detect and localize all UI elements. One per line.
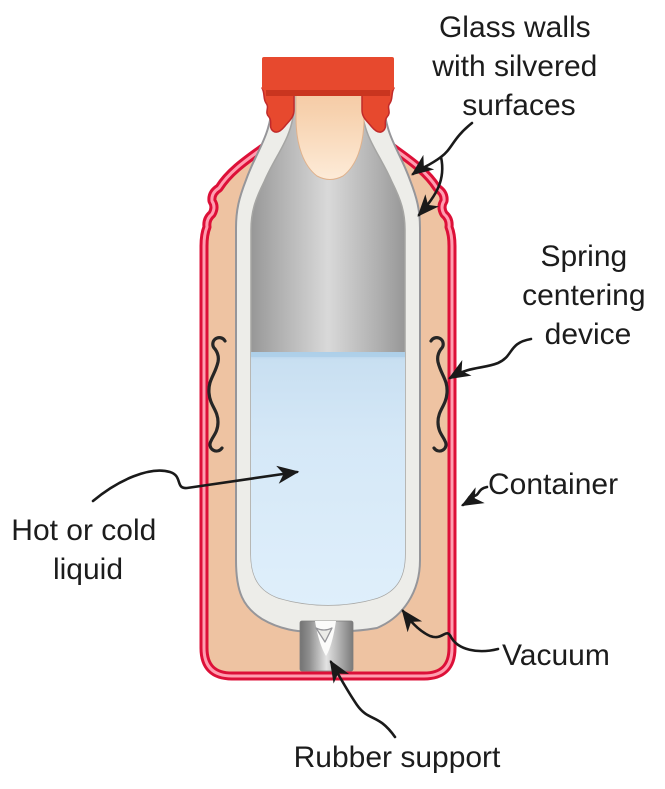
label-line: device	[545, 318, 632, 351]
cap-collar-right	[361, 87, 395, 133]
cap-collar-left	[261, 87, 295, 133]
spring-left	[207, 336, 227, 453]
bottle-cap	[262, 57, 394, 90]
label-line: Glass walls	[439, 11, 591, 44]
arrow-vacuum	[401, 609, 500, 653]
label-line: centering	[522, 279, 645, 312]
liquid-surface	[251, 352, 405, 357]
label-rubber-support: Rubber support	[294, 741, 501, 774]
label-line: surfaces	[462, 89, 575, 122]
label-spring-centering-device: Spring centering device	[522, 240, 654, 351]
label-container: Container	[488, 468, 618, 501]
label-line: with silvered	[431, 50, 597, 83]
label-line: Hot or cold	[11, 514, 156, 547]
arrow-container	[460, 485, 489, 507]
arrow-rubber-support	[329, 660, 397, 739]
label-line: Spring	[540, 240, 627, 273]
liquid-fill	[251, 352, 405, 605]
label-hot-cold-liquid: Hot or cold liquid	[11, 514, 164, 586]
arrow-glass-walls-2	[417, 155, 444, 217]
label-vacuum: Vacuum	[502, 639, 610, 672]
cap-band	[266, 85, 390, 96]
label-line: liquid	[53, 553, 123, 586]
arrow-liquid	[91, 465, 300, 503]
label-glass-walls: Glass walls with silvered surfaces	[431, 11, 605, 122]
glass-bottom-tip	[315, 627, 333, 643]
arrow-spring	[447, 337, 533, 380]
